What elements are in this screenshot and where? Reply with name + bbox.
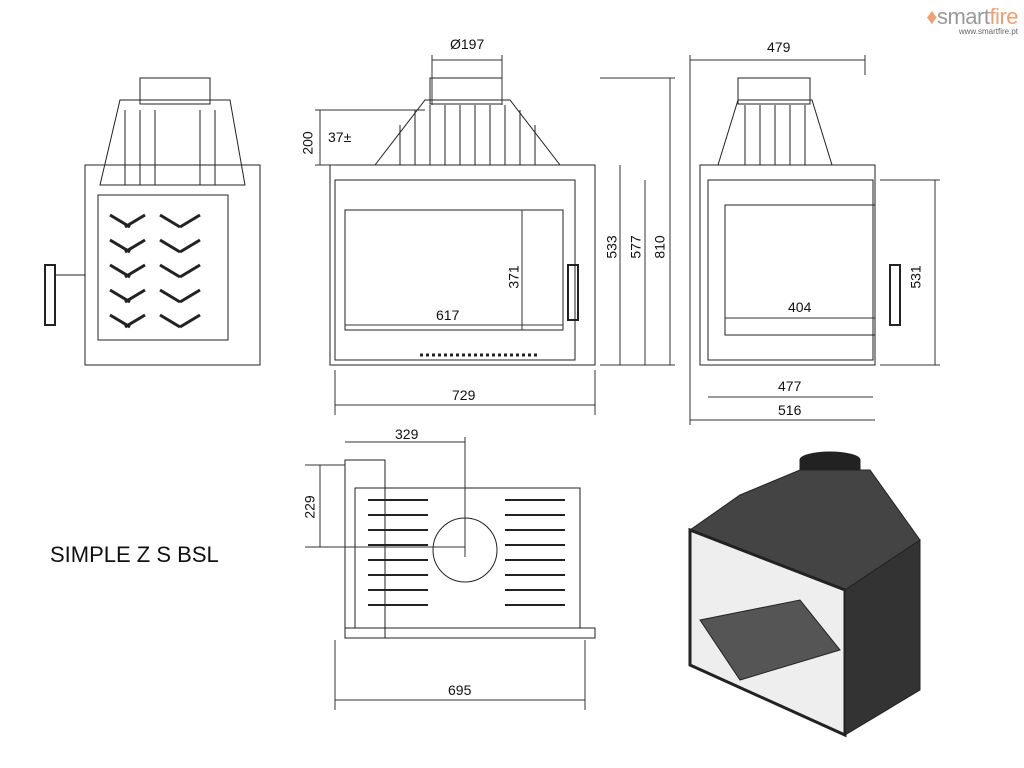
plan-view: [344, 459, 596, 639]
dim-total-height-810: 810: [651, 235, 668, 259]
dim-offset: 37±: [328, 129, 352, 145]
smartfire-logo: ♦smartfire www.smartfire.pt: [900, 4, 1018, 36]
front-view: [329, 77, 596, 366]
dim-front-width: 729: [452, 387, 476, 403]
left-side-view: [44, 77, 261, 366]
dim-side-width-477: 477: [778, 378, 802, 394]
dim-glass-height: 371: [505, 265, 522, 289]
flame-icon: ♦: [926, 4, 937, 29]
dim-flue-height: 200: [299, 131, 316, 155]
dim-plan-width: 695: [448, 682, 472, 698]
dim-glass-width: 617: [436, 307, 460, 323]
dimension-lines: [305, 55, 940, 710]
dim-plan-flue-x: 329: [395, 426, 419, 442]
dim-front-height-577: 577: [627, 235, 644, 259]
dim-front-height-533: 533: [603, 235, 620, 259]
dim-plan-flue-y: 229: [301, 495, 318, 519]
model-title: SIMPLE Z S BSL: [50, 542, 219, 567]
logo-url: www.smartfire.pt: [958, 27, 1018, 36]
dim-side-height: 531: [907, 265, 924, 289]
fireplace-3d-render: [688, 451, 921, 738]
right-side-view: [699, 77, 901, 366]
dim-side-top-width: 479: [767, 39, 791, 55]
dim-side-width-516: 516: [778, 402, 802, 418]
dim-flue-diameter: Ø197: [450, 36, 485, 52]
dim-side-glass-width: 404: [788, 299, 812, 315]
